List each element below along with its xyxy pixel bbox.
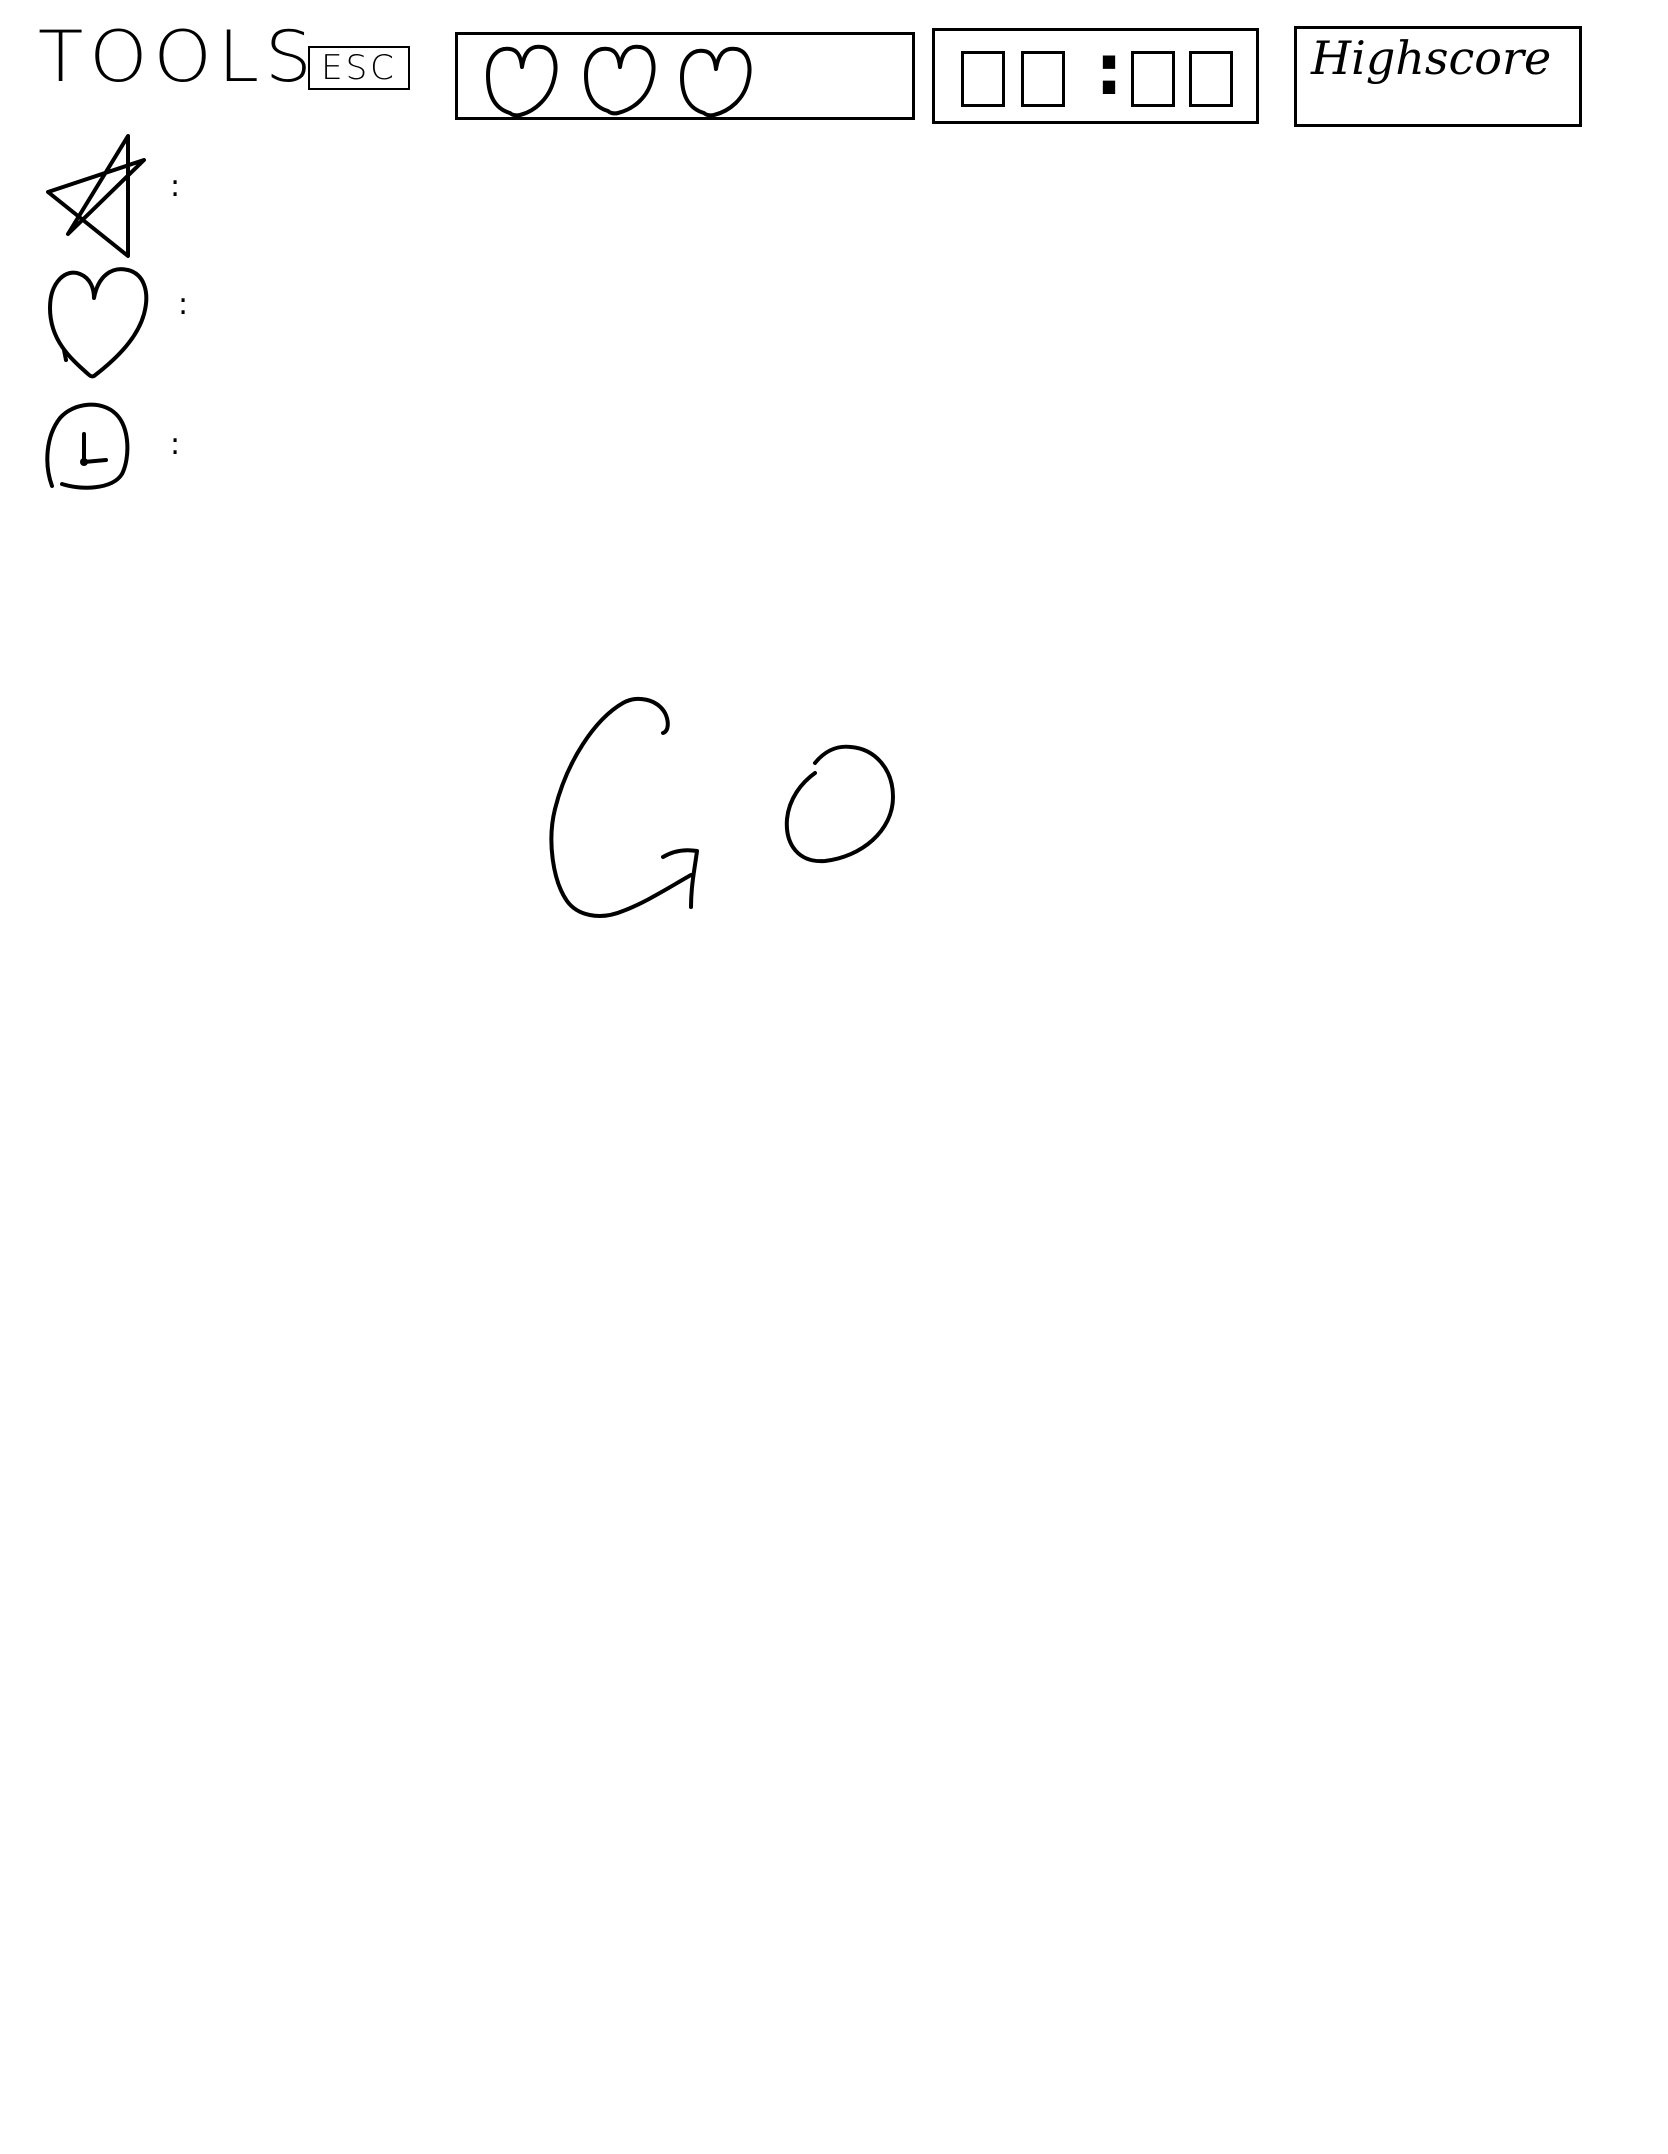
tool-count-clock: :	[170, 427, 181, 462]
tool-count-heart: :	[178, 287, 189, 322]
esc-button[interactable]: ESC	[308, 46, 410, 90]
highscore-label: Highscore	[1311, 31, 1552, 85]
lives-panel	[455, 32, 915, 120]
go-button[interactable]	[545, 685, 925, 925]
timer-digit-slot	[1021, 51, 1065, 107]
tool-item-heart[interactable]	[40, 262, 160, 382]
star-icon	[46, 134, 146, 258]
tools-title: TOOLS	[38, 16, 318, 98]
timer-digit-slot	[1131, 51, 1175, 107]
lives-hearts	[486, 44, 752, 118]
timer-display: :	[932, 28, 1259, 124]
highscore-button[interactable]: Highscore	[1294, 26, 1582, 127]
heart-icon	[680, 46, 752, 118]
timer-digit-slot	[961, 51, 1005, 107]
go-label-handwritten	[549, 696, 895, 918]
timer-digit-slot	[1189, 51, 1233, 107]
timer-separator: :	[1095, 29, 1123, 111]
heart-icon	[486, 44, 558, 118]
tool-item-star[interactable]	[40, 130, 200, 260]
tool-item-clock[interactable]	[40, 394, 140, 494]
tool-count-star: :	[170, 169, 181, 204]
clock-icon	[45, 402, 130, 490]
heart-icon	[584, 44, 656, 116]
heart-icon	[48, 267, 149, 379]
